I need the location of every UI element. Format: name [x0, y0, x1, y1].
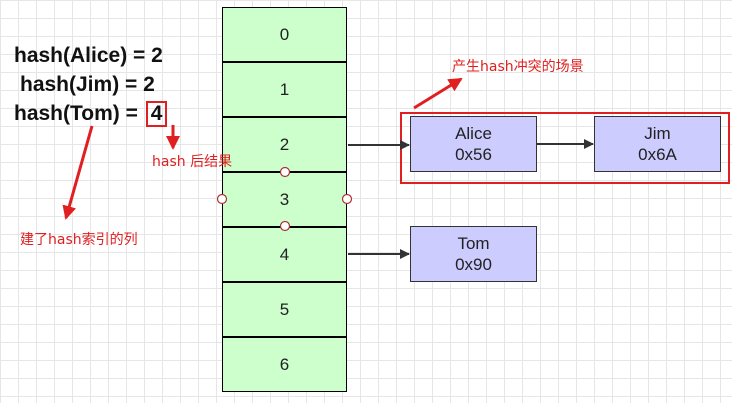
hash-equation-tom: hash(Tom) = 4	[14, 101, 168, 127]
node-address: 0x90	[455, 255, 492, 274]
chain-node-alice: Alice 0x56	[410, 116, 537, 172]
bucket-1: 1	[222, 62, 347, 117]
hash-result-annotation: hash 后结果	[152, 154, 233, 170]
bucket-0: 0	[222, 7, 347, 62]
resize-handle-right	[341, 193, 353, 205]
hash-equation-jim: hash(Jim) = 2	[20, 73, 155, 96]
bucket-5: 5	[222, 282, 347, 337]
arrow-collision-annotation	[413, 77, 463, 110]
node-name: Alice	[455, 124, 492, 143]
node-name: Jim	[644, 124, 671, 143]
collision-annotation: 产生hash冲突的场景	[452, 59, 584, 75]
hash-result-box: 4	[145, 101, 168, 127]
bucket-6: 6	[222, 337, 347, 392]
chain-node-tom: Tom 0x90	[410, 226, 537, 282]
indexed-column-annotation: 建了hash索引的列	[20, 232, 138, 248]
bucket-4: 4	[222, 227, 347, 282]
resize-handle-top	[279, 166, 291, 178]
chain-node-jim: Jim 0x6A	[594, 116, 721, 172]
hash-equation-tom-lhs: hash(Tom) =	[14, 102, 144, 125]
resize-handle-bottom	[279, 220, 291, 232]
hash-equation-alice: hash(Alice) = 2	[14, 44, 163, 67]
node-address: 0x56	[455, 145, 492, 164]
bucket-2: 2	[222, 117, 347, 172]
node-address: 0x6A	[638, 145, 677, 164]
arrow-indexed-column	[62, 125, 94, 220]
resize-handle-left	[216, 193, 228, 205]
node-name: Tom	[457, 234, 490, 253]
